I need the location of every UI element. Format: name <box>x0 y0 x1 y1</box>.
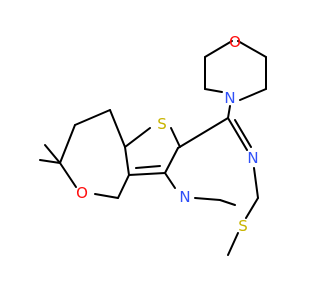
bond <box>227 117 248 151</box>
bond <box>117 174 130 199</box>
bond <box>164 172 176 189</box>
atom-label-sulfur: S <box>157 115 167 133</box>
bond <box>164 147 179 174</box>
chemical-structure: O N S N N S O <box>39 33 267 256</box>
bond <box>204 40 233 58</box>
bonds <box>39 40 267 256</box>
bond <box>239 88 267 101</box>
bond <box>227 232 239 256</box>
atom-label-nitrogen: N <box>179 188 190 206</box>
bond <box>39 159 61 164</box>
bond <box>59 162 77 188</box>
bond <box>135 165 161 169</box>
bond <box>237 40 267 58</box>
atom-label-nitrogen: N <box>247 149 258 167</box>
bond <box>253 167 259 199</box>
bond <box>234 119 252 148</box>
bond <box>59 124 76 164</box>
atom-label-sulfur: S <box>238 217 248 235</box>
bond <box>124 146 130 176</box>
bond <box>109 109 126 148</box>
bond <box>170 127 181 148</box>
bond <box>128 172 166 176</box>
bond <box>194 197 221 201</box>
bond <box>124 127 151 148</box>
bond <box>227 105 231 119</box>
atom-label-oxygen: O <box>229 33 241 51</box>
bond <box>44 144 61 164</box>
bond <box>74 109 111 126</box>
bond <box>94 193 119 199</box>
bond <box>245 197 259 219</box>
bond <box>204 88 223 93</box>
atom-labels: O N S N N S O <box>76 33 259 235</box>
atom-label-nitrogen: N <box>224 89 235 107</box>
bond <box>177 117 229 149</box>
atom-label-oxygen: O <box>76 184 88 202</box>
bond <box>219 199 236 206</box>
